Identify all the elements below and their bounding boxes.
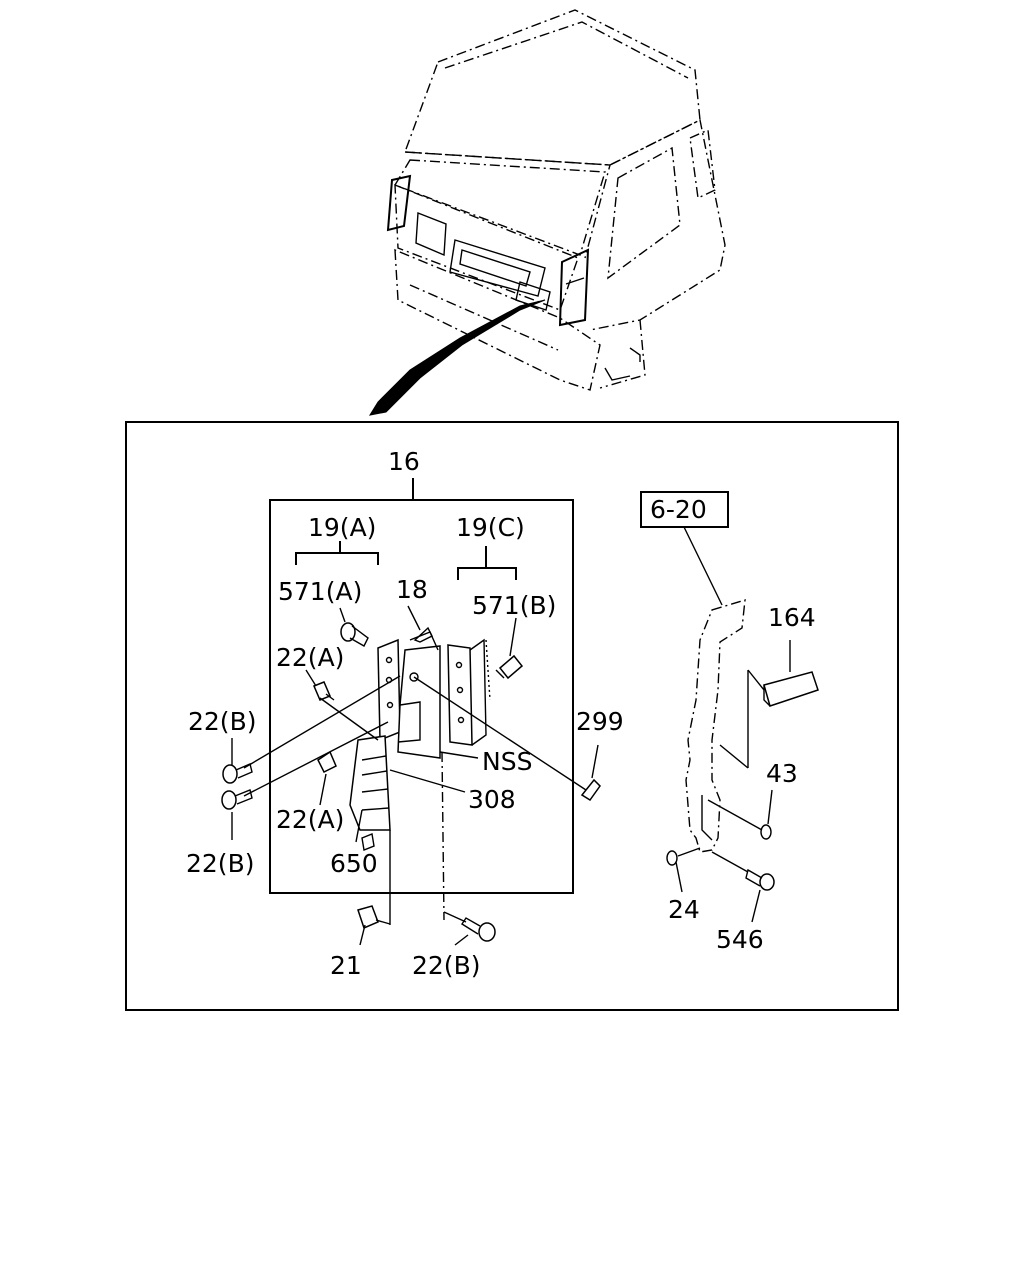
cover-308 [349, 735, 391, 831]
label-299: 299 [576, 707, 624, 736]
label-19a: 19(A) [308, 513, 376, 542]
label-22b-bottom: 22(B) [412, 951, 480, 980]
label-22b-upper: 22(B) [188, 707, 256, 736]
bolt-22b-upper [222, 763, 253, 784]
label-650: 650 [330, 849, 378, 878]
label-24: 24 [668, 895, 700, 924]
detail-frame [125, 421, 899, 1011]
screw-571b [495, 654, 524, 680]
label-571a: 571(A) [278, 577, 362, 606]
label-546: 546 [716, 925, 764, 954]
label-571b: 571(B) [472, 591, 556, 620]
bracket-nss [397, 631, 441, 759]
screw-546 [745, 868, 775, 891]
label-164: 164 [768, 603, 816, 632]
side-panel [685, 599, 746, 853]
bolt-22a-lower [317, 750, 337, 774]
strip-164 [763, 671, 819, 707]
label-43: 43 [766, 759, 798, 788]
label-22a-top: 22(A) [276, 643, 344, 672]
label-18: 18 [396, 575, 428, 604]
bolt-22a-top [313, 681, 335, 701]
label-nss: NSS [482, 747, 532, 776]
screw-571a [340, 622, 369, 647]
bolt-22b-bottom [461, 917, 496, 942]
grommet-24 [666, 850, 678, 866]
label-21: 21 [330, 951, 362, 980]
grommet-43 [760, 824, 772, 840]
label-308: 308 [468, 785, 516, 814]
label-22b-lower: 22(B) [186, 849, 254, 878]
bolt-22b-lower [221, 789, 253, 810]
label-6-20: 6-20 [650, 495, 707, 524]
hinge-plate-19c [447, 638, 491, 746]
truck-cab-illustration [368, 9, 726, 416]
cap-299 [580, 778, 601, 802]
label-22a-lower: 22(A) [276, 805, 344, 834]
label-19c: 19(C) [456, 513, 525, 542]
label-16: 16 [388, 447, 420, 476]
assembly-16-frame [269, 499, 574, 894]
